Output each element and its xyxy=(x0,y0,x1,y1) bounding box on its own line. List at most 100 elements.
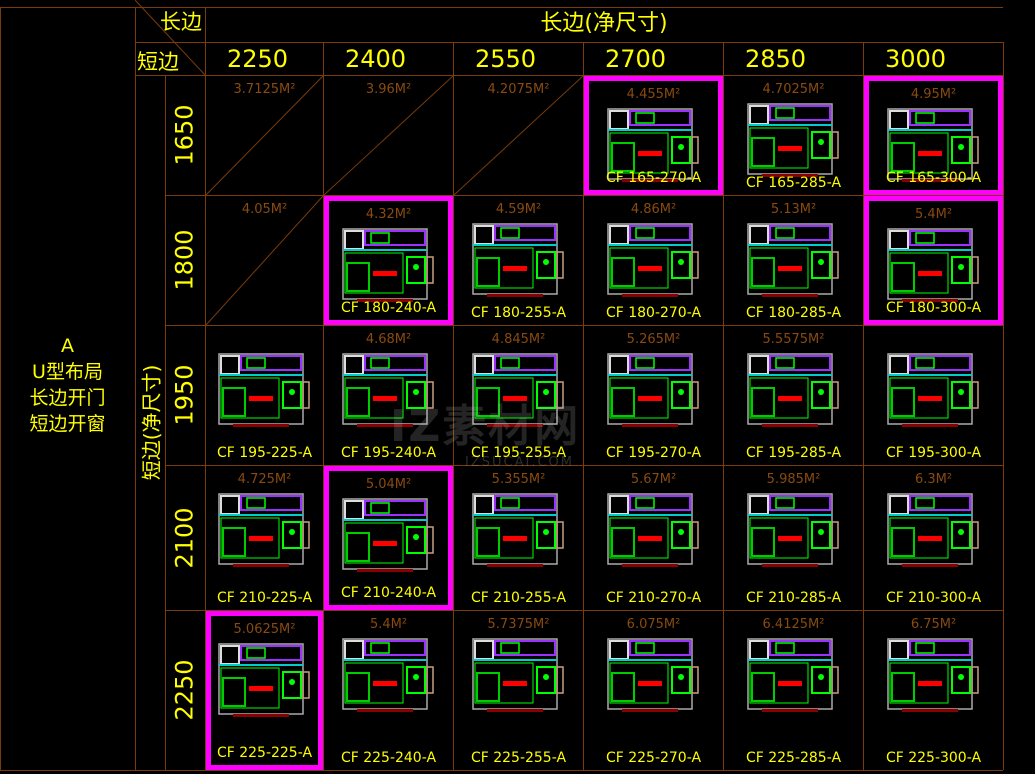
kitchen-plan[interactable] xyxy=(217,492,313,576)
layout-code: A xyxy=(61,335,74,357)
kitchen-plan[interactable] xyxy=(471,222,567,306)
kitchen-plan[interactable] xyxy=(886,227,982,311)
kitchen-plan[interactable] xyxy=(471,492,567,576)
kitchen-plan[interactable] xyxy=(886,107,982,191)
layout-cell[interactable]: CF 195-300-A xyxy=(864,326,1003,465)
kitchen-plan[interactable] xyxy=(217,642,313,726)
fridge xyxy=(219,645,240,665)
layout-code-label: CF 210-285-A xyxy=(745,590,842,606)
floor-area xyxy=(889,662,948,704)
kitchen-plan[interactable] xyxy=(341,497,437,581)
left-cabinet xyxy=(345,262,370,292)
window xyxy=(830,666,839,694)
counter-edge xyxy=(747,659,832,661)
cooktop xyxy=(774,107,795,119)
cooktop xyxy=(245,647,266,659)
long-side-title: 长边(净尺寸) xyxy=(540,11,668,36)
kitchen-plan[interactable] xyxy=(746,102,842,186)
layout-code-label: CF 180-255-A xyxy=(470,305,567,321)
fridge xyxy=(888,495,909,515)
kitchen-plan[interactable] xyxy=(606,492,702,576)
kitchen-plan[interactable] xyxy=(341,637,437,721)
kitchen-plan[interactable] xyxy=(886,352,982,436)
sink-bowl xyxy=(677,259,684,265)
kitchen-plan[interactable] xyxy=(746,492,842,576)
kitchen-plan[interactable] xyxy=(886,492,982,576)
kitchen-plan[interactable] xyxy=(341,227,437,311)
kitchen-plan[interactable] xyxy=(606,222,702,306)
corner-short-label: 短边 xyxy=(137,50,179,74)
sink xyxy=(670,521,691,549)
sink xyxy=(670,251,691,279)
kitchen-plan[interactable] xyxy=(217,352,313,436)
layout-code-label: CF 195-255-A xyxy=(470,445,567,461)
layout-cell[interactable]: 5.13M² CF 180-285-A xyxy=(724,196,863,325)
fridge xyxy=(473,640,494,660)
kitchen-plan[interactable] xyxy=(606,107,702,191)
kitchen-plan[interactable] xyxy=(341,352,437,436)
area-label: 5.5575M² xyxy=(762,332,825,347)
left-cabinet xyxy=(750,257,775,287)
column-header: 2250 xyxy=(227,44,289,73)
left-cabinet xyxy=(610,672,635,702)
door xyxy=(621,179,678,182)
kitchen-plan[interactable] xyxy=(886,637,982,721)
kitchen-plan[interactable] xyxy=(471,637,567,721)
layout-cell[interactable]: CF 195-225-A xyxy=(206,326,323,465)
grid-line xyxy=(723,42,724,770)
layout-code-label: CF 180-285-A xyxy=(745,305,842,321)
fridge xyxy=(888,355,909,375)
cooktop xyxy=(499,357,520,369)
area-label: 5.13M² xyxy=(770,202,817,217)
red-marker xyxy=(637,681,662,686)
kitchen-plan[interactable] xyxy=(746,352,842,436)
kitchen-plan[interactable] xyxy=(746,637,842,721)
layout-line: 长边开门 xyxy=(29,387,106,409)
kitchen-plan[interactable] xyxy=(471,352,567,436)
cooktop xyxy=(499,227,520,239)
left-cabinet xyxy=(221,527,246,557)
sink xyxy=(281,521,302,549)
layout-code-label: CF 165-285-A xyxy=(745,175,842,191)
counter-edge xyxy=(472,659,557,661)
top-cabinet xyxy=(768,640,831,656)
watermark: IZ素材网 xyxy=(390,401,581,452)
layout-code-label: CF 195-270-A xyxy=(605,445,702,461)
row-header-text: 1800 xyxy=(171,229,200,291)
door xyxy=(761,174,818,177)
counter-edge xyxy=(342,659,427,661)
door xyxy=(356,299,413,302)
sink xyxy=(810,131,831,159)
layout-cell: 3.96M² xyxy=(324,76,453,195)
door xyxy=(232,564,289,567)
fridge xyxy=(473,225,494,245)
kitchen-plan[interactable] xyxy=(746,222,842,306)
row-header: 1650 xyxy=(165,75,205,195)
kitchen-plan[interactable] xyxy=(606,352,702,436)
kitchen-plan[interactable] xyxy=(606,637,702,721)
window xyxy=(301,671,310,699)
